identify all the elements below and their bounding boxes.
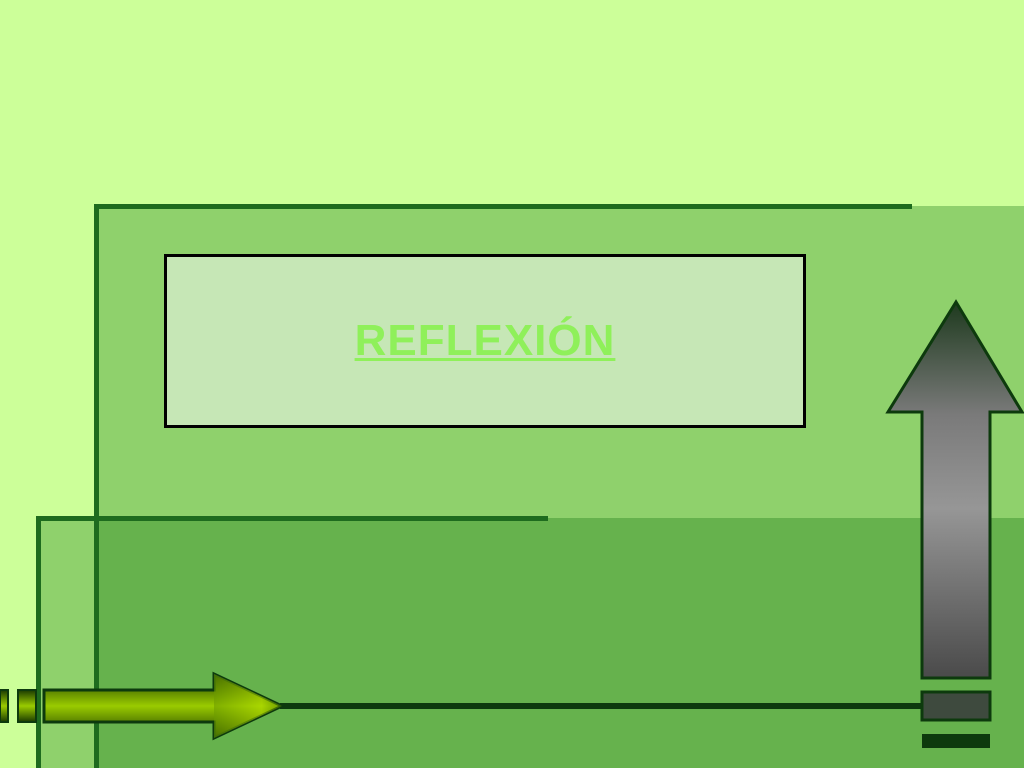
background-strip-left: [38, 518, 96, 768]
decor-line-lower-horizontal: [36, 516, 548, 521]
background-panel-lower: [38, 518, 1024, 768]
right-arrow-icon: [0, 671, 286, 741]
slide-title: REFLEXIÓN: [354, 316, 616, 365]
decor-line-left-vertical: [94, 204, 99, 768]
title-box: REFLEXIÓN: [164, 254, 806, 428]
connector-line: [280, 703, 922, 709]
decor-line-top: [94, 204, 912, 209]
decor-line-lower-vertical: [36, 516, 41, 768]
up-arrow-icon: [885, 299, 1024, 748]
